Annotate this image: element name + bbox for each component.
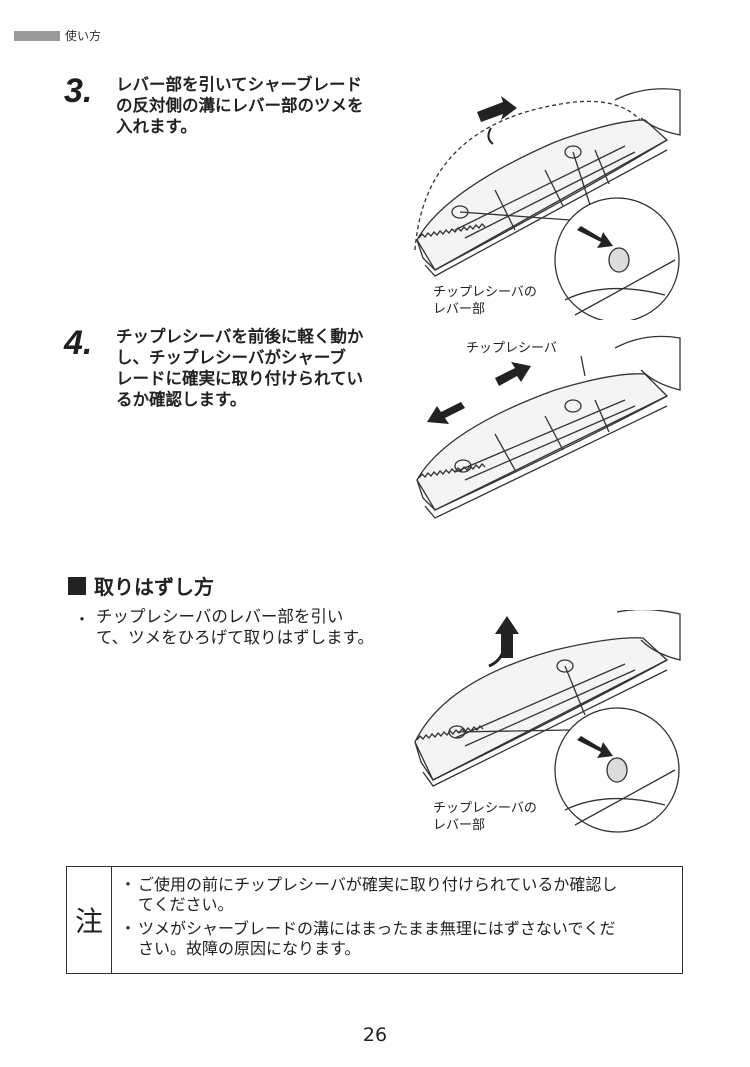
step-3-line: 入れます。 [116,117,197,136]
section-header: 使い方 [14,27,101,44]
caution-line: てください。 [138,895,234,914]
caution-line: ツメがシャーブレードの溝にはまったまま無理にはずさないでくだ [138,919,616,938]
step-4-text: チップレシーバを前後に軽く動か し、チップレシーバがシャーブ レードに確実に取り… [116,326,392,410]
step-4-line: し、チップレシーバがシャーブ [116,348,346,367]
page-number: 26 [362,1024,388,1046]
caution-text: ツメがシャーブレードの溝にはまったまま無理にはずさないでくだ さい。故障の原因に… [138,919,615,959]
header-label: 使い方 [65,29,102,43]
step-4: 4. チップレシーバを前後に軽く動か し、チップレシーバがシャーブ レードに確実… [64,326,392,410]
bullet-dot: ・ [74,610,91,629]
caution-item: ・ ご使用の前にチップレシーバが確実に取り付けられているか確認し てください。 [120,875,617,915]
step-3-illustration [414,88,681,320]
caution-line: さい。故障の原因になります。 [138,939,361,958]
removal-bullet: ・ チップレシーバのレバー部を引い て、ツメをひろげて取りはずします。 [74,606,396,648]
step-3-line: レバー部を引いてシャーブレード [116,75,363,94]
step-4-callout: チップレシーバ [466,340,557,357]
caution-item: ・ ツメがシャーブレードの溝にはまったまま無理にはずさないでくだ さい。故障の原… [120,919,617,959]
caution-text: ご使用の前にチップレシーバが確実に取り付けられているか確認し てください。 [138,875,617,915]
caution-label: 注 [67,867,112,973]
removal-callout: チップレシーバの レバー部 [433,800,537,834]
step-3-text: レバー部を引いてシャーブレード の反対側の溝にレバー部のツメを 入れます。 [116,74,392,137]
bullet-dot: ・ [120,919,137,938]
step-3-line: の反対側の溝にレバー部のツメを [116,96,364,115]
removal-line: て、ツメをひろげて取りはずします。 [96,628,375,647]
removal-line: チップレシーバのレバー部を引い [96,607,344,626]
removal-title: 取りはずし方 [68,571,214,600]
step-4-line: チップレシーバを前後に軽く動か [116,327,364,346]
header-bar [14,30,60,41]
caution-box: 注 ・ ご使用の前にチップレシーバが確実に取り付けられているか確認し てください… [66,866,683,974]
step-4-line: レードに確実に取り付けられてい [116,369,364,388]
callout-line: レバー部 [433,302,486,317]
callout-line: レバー部 [433,818,486,833]
step-3: 3. レバー部を引いてシャーブレード の反対側の溝にレバー部のツメを 入れます。 [64,74,392,137]
caution-body: ・ ご使用の前にチップレシーバが確実に取り付けられているか確認し てください。 … [112,867,617,973]
step-4-illustration [416,335,681,519]
caution-line: ご使用の前にチップレシーバが確実に取り付けられているか確認し [138,875,618,894]
callout-line: チップレシーバの [433,285,537,300]
bullet-dot: ・ [120,875,137,894]
step-4-line: るか確認します。 [116,390,247,409]
callout-line: チップレシーバ [466,341,557,356]
callout-line: チップレシーバの [433,801,537,816]
removal-title-text: 取りはずし方 [94,575,214,599]
step-3-callout: チップレシーバの レバー部 [433,284,537,318]
step-3-number: 3. [64,72,93,110]
removal-illustration [414,610,681,833]
step-4-number: 4. [64,324,93,362]
removal-text: チップレシーバのレバー部を引い て、ツメをひろげて取りはずします。 [96,606,396,648]
black-square-icon [68,576,86,595]
